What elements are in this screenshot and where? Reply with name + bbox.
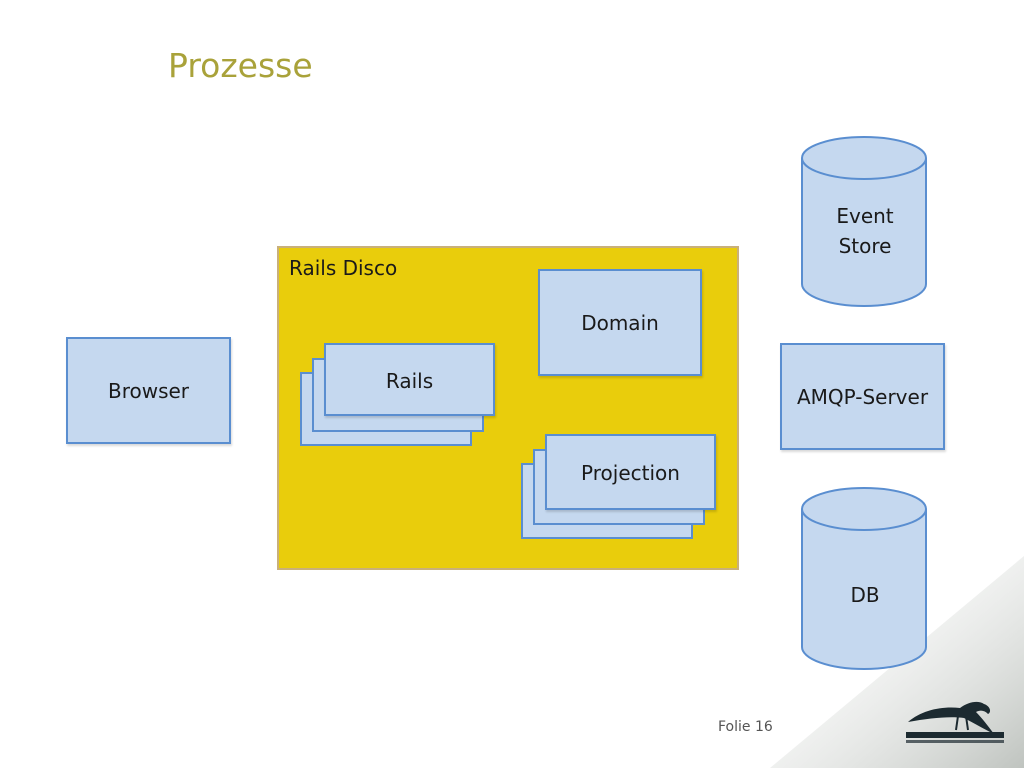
- amqp-server-label: AMQP-Server: [796, 384, 929, 409]
- browser-box: Browser: [66, 337, 231, 444]
- projection-label: Projection: [581, 461, 680, 485]
- event-store-label-line1: Event: [836, 204, 894, 228]
- event-store-cylinder: [801, 136, 927, 307]
- domain-label: Domain: [581, 310, 659, 335]
- browser-label: Browser: [107, 378, 190, 403]
- slide-number: Folie 16: [718, 719, 773, 735]
- event-store-label: Event Store: [800, 201, 930, 261]
- amqp-server-box: AMQP-Server: [780, 343, 945, 450]
- event-store-label-line2: Store: [838, 234, 892, 258]
- domain-box: Domain: [538, 269, 702, 376]
- rails-disco-label: Rails Disco: [289, 256, 398, 280]
- page-title: Prozesse: [168, 46, 313, 85]
- projection-box: Projection: [545, 434, 716, 510]
- rails-label: Rails: [385, 369, 434, 393]
- db-label: DB: [850, 583, 880, 607]
- logo: [906, 701, 1004, 743]
- rails-box: Rails: [324, 343, 495, 416]
- db-cylinder: [801, 487, 927, 670]
